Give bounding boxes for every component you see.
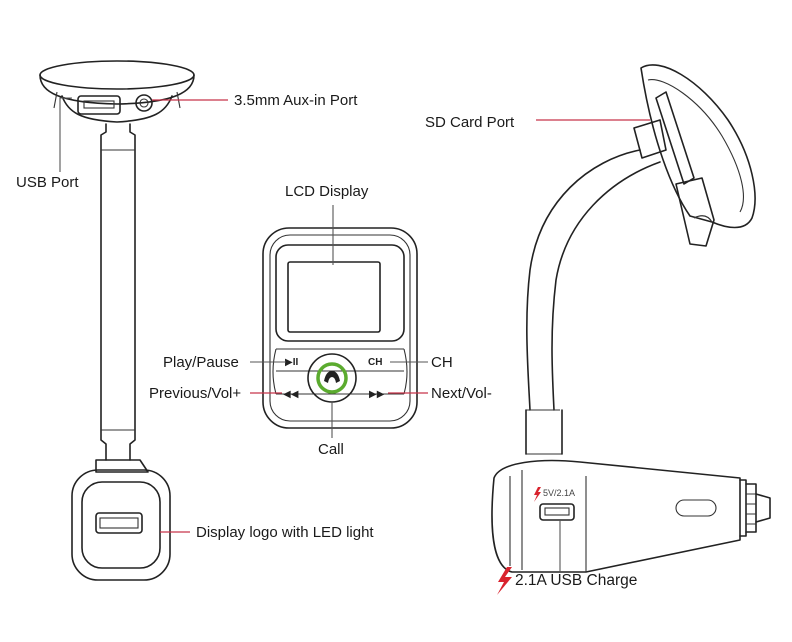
sd-card-slot [655,91,695,185]
gooseneck-left [100,123,136,461]
label-play-pause: Play/Pause [163,354,239,371]
faceplate: ▶II CH ◀◀ ▶▶ [262,227,418,429]
aux-jack [135,94,153,112]
device-head-top [39,60,195,123]
previous-button[interactable]: ◀◀ [283,389,299,400]
label-previous-vol: Previous/Vol+ [149,385,241,402]
label-usb-port: USB Port [16,174,79,191]
svg-text:5V/2.1A: 5V/2.1A [543,488,575,498]
left-device-front-view [39,60,195,581]
label-next-vol: Next/Vol- [431,385,492,402]
next-button[interactable]: ▶▶ [369,389,385,400]
device-head-side [640,64,756,229]
phone-handset-icon [324,371,340,383]
right-device-side-view [491,64,771,573]
lcd-screen-bezel [275,244,405,342]
usb-charge-port [539,503,575,521]
label-lcd-display: LCD Display [285,183,369,200]
charger-body [491,459,741,573]
label-display-logo: Display logo with LED light [196,524,374,541]
led-logo-window [95,512,143,534]
label-usb-charge: 2.1A USB Charge [515,572,637,589]
call-button[interactable] [307,353,357,403]
display-logo-module [71,459,171,581]
label-call: Call [318,441,344,458]
ch-button[interactable]: CH [368,357,382,368]
gooseneck-right [526,149,661,411]
call-ring [316,362,348,394]
port-rating: 5V/2.1A [534,487,575,502]
usb-port-slot [77,95,121,115]
label-sd-card-port: SD Card Port [425,114,515,131]
lcd-screen [287,261,381,333]
label-ch: CH [431,354,453,371]
lightning-icon-small [534,487,541,502]
label-aux-port: 3.5mm Aux-in Port [234,92,358,109]
play-pause-button[interactable]: ▶II [285,357,298,368]
lightning-icon [497,567,512,595]
